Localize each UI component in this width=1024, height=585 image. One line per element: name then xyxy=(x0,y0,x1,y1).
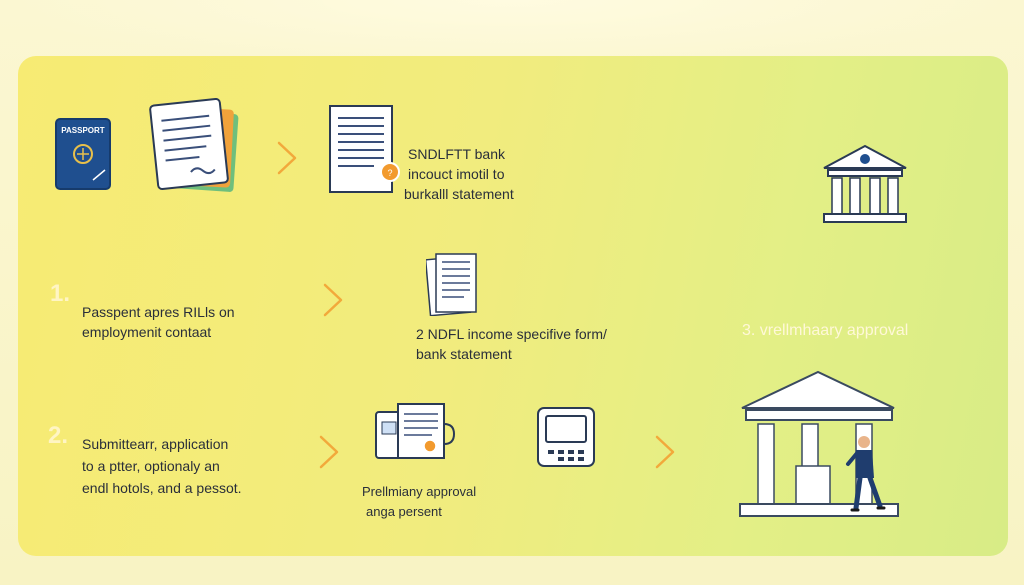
row3-middle-line2: anga persent xyxy=(366,504,442,519)
passport-icon xyxy=(55,118,111,190)
row2-left-line1: Passpent apres RILls on xyxy=(82,304,235,320)
passport-label: PASSPORT xyxy=(61,126,105,135)
chevron-right-icon xyxy=(277,141,297,175)
row2-left-line2: employmenit contaat xyxy=(82,324,212,340)
row1-doc-text-line2: incouct imotil to xyxy=(408,166,505,182)
row2-right-label: 3. vrellmhaary approval xyxy=(742,322,909,339)
bank-building-large-icon xyxy=(739,370,899,517)
row2-middle-line1: 2 NDFL income specifive form/ xyxy=(416,326,607,342)
statement-document-icon: ? xyxy=(329,105,400,193)
row3-middle-line1: Prellmiany approval xyxy=(362,484,477,499)
person-figure-icon xyxy=(846,436,886,512)
chevron-right-icon xyxy=(323,283,343,317)
svg-text:?: ? xyxy=(387,168,392,178)
chevron-right-icon xyxy=(655,435,675,469)
step-number-2: 2. xyxy=(48,422,69,449)
bank-building-icon xyxy=(823,144,907,223)
chevron-right-icon xyxy=(319,435,339,469)
documents-stack-icon xyxy=(149,98,239,192)
diagram-panel: PASSPORT ? SNDLFTT bank incou xyxy=(18,56,1008,556)
income-form-icon xyxy=(426,253,477,316)
row3-left-line3: endl hotols, and a pessot. xyxy=(82,480,242,496)
terminal-device-icon xyxy=(537,407,595,467)
row1-doc-text-line3: burkalll statement xyxy=(404,186,514,202)
row2-middle-line2: bank statement xyxy=(416,346,512,362)
row3-left-line2: to a ptter, optionaly an xyxy=(82,458,220,474)
row3-left-line1: Submittearr, application xyxy=(82,436,229,452)
application-form-icon xyxy=(375,403,456,459)
step-number-1: 1. xyxy=(50,280,71,307)
row1-doc-text-line1: SNDLFTT bank xyxy=(408,146,505,162)
